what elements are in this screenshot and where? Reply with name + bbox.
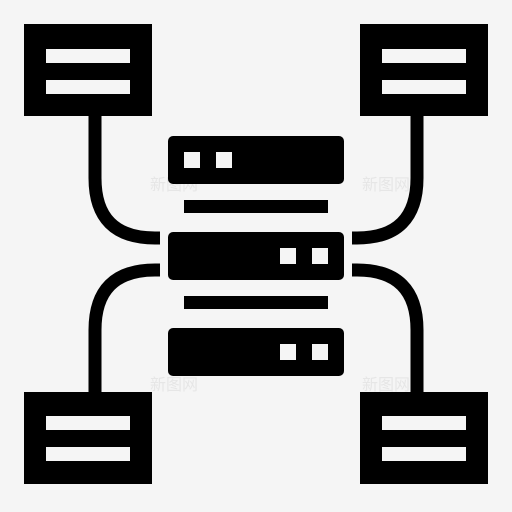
server-unit-top: [168, 136, 344, 184]
server-separator-bottom: [184, 296, 328, 309]
server-unit-middle: [168, 232, 344, 280]
server-stack: [168, 136, 344, 376]
server-unit-middle-led-2: [312, 248, 328, 264]
node-top-left: [24, 24, 152, 116]
connector-bottom-right: [352, 263, 424, 392]
connector-top-left: [88, 114, 160, 245]
node-bottom-right: [360, 392, 488, 484]
connector-top-right: [352, 114, 424, 245]
watermark-4: 新图网: [362, 375, 410, 394]
server-separator-top: [184, 200, 328, 213]
connector-lines: [88, 114, 424, 392]
node-bottom-left: [24, 392, 152, 484]
server-unit-bottom-led-2: [312, 344, 328, 360]
server-unit-bottom-led-1: [280, 344, 296, 360]
connector-bottom-left: [88, 263, 160, 392]
server-unit-bottom: [168, 328, 344, 376]
server-unit-top-led-2: [216, 152, 232, 168]
watermark-3: 新图网: [150, 375, 198, 394]
watermarks: 新图网 新图网 新图网 新图网: [150, 175, 410, 394]
watermark-2: 新图网: [362, 175, 410, 194]
server-unit-middle-led-1: [280, 248, 296, 264]
server-unit-top-led-1: [184, 152, 200, 168]
node-top-right: [360, 24, 488, 116]
